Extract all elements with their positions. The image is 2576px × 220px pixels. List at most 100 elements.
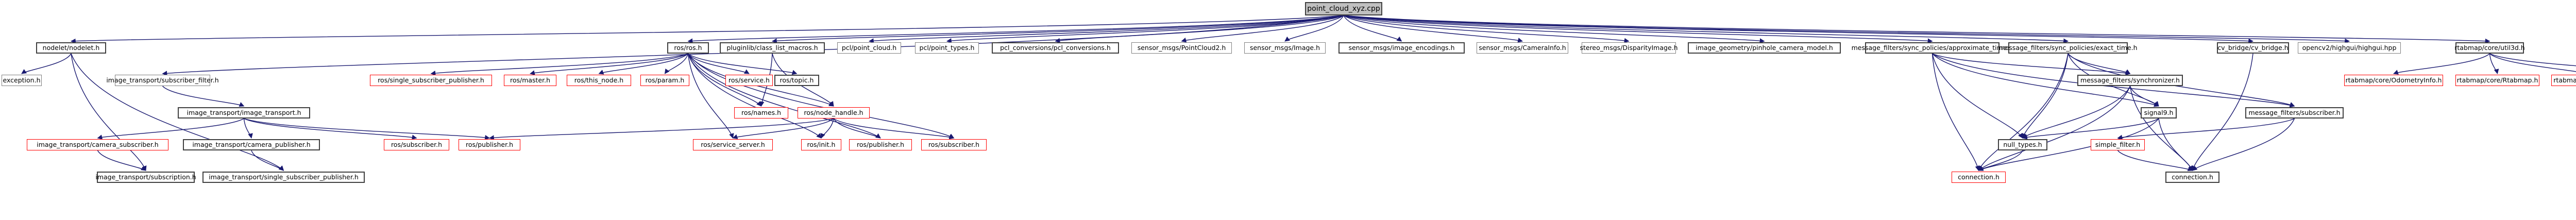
graph-node[interactable]: ros/node_handle.h: [798, 107, 870, 119]
graph-edge: [1978, 53, 2069, 171]
graph-node[interactable]: image_transport/image_transport.h: [178, 107, 310, 119]
graph-edge: [833, 118, 881, 139]
graph-node[interactable]: image_transport/subscriber_filter.h: [106, 75, 219, 86]
graph-node[interactable]: cv_bridge/cv_bridge.h: [2217, 42, 2289, 54]
graph-edge: [244, 118, 490, 140]
graph-edge: [1343, 15, 1933, 44]
graph-edge: [21, 53, 72, 74]
graph-node[interactable]: simple_filter.h: [2091, 139, 2145, 150]
graph-node[interactable]: signal9.h: [2141, 107, 2177, 119]
graph-node[interactable]: image_transport/camera_subscriber.h: [27, 139, 168, 150]
graph-node[interactable]: image_transport/single_subscriber_publis…: [202, 172, 365, 183]
graph-edge: [664, 53, 689, 74]
graph-edge: [1932, 53, 2131, 76]
graph-node[interactable]: rtabmap/core/Link.h: [2551, 75, 2576, 86]
graph-edge: [2117, 150, 2193, 171]
graph-edge: [1343, 15, 1765, 43]
graph-node[interactable]: rtabmap/core/OdometryInfo.h: [2344, 75, 2443, 86]
graph-edge: [1181, 15, 1344, 43]
graph-node[interactable]: pluginlib/class_list_macros.h: [720, 42, 825, 54]
graph-node[interactable]: rtabmap/core/Rtabmap.h: [2455, 75, 2539, 86]
graph-edge: [1978, 150, 2023, 171]
graph-edge: [732, 118, 834, 139]
graph-edge: [2191, 53, 2253, 171]
graph-node[interactable]: ros/publisher.h: [459, 139, 520, 150]
graph-edge: [1055, 15, 1344, 43]
graph-node[interactable]: pcl_conversions/pcl_conversions.h: [992, 42, 1119, 54]
graph-node[interactable]: ros/this_node.h: [567, 75, 631, 86]
graph-node[interactable]: ros/subscriber.h: [384, 139, 449, 150]
graph-node[interactable]: pcl/point_cloud.h: [837, 42, 901, 54]
graph-edge: [97, 150, 146, 171]
graph-node[interactable]: opencv2/highgui/highgui.hpp: [2298, 42, 2401, 54]
graph-edge: [820, 118, 834, 139]
graph-node[interactable]: nodelet/nodelet.h: [36, 42, 106, 54]
graph-node[interactable]: ros/service_server.h: [693, 139, 773, 150]
graph-node[interactable]: ros/topic.h: [774, 75, 819, 86]
graph-node[interactable]: ros/init.h: [801, 139, 841, 150]
graph-edge: [530, 53, 688, 75]
graph-edge: [2489, 53, 2499, 74]
graph-node[interactable]: exception.h: [2, 75, 42, 86]
graph-node[interactable]: ros/subscriber.h: [921, 139, 987, 150]
graph-edge: [687, 53, 955, 139]
graph-edge: [687, 53, 734, 139]
graph-edge: [251, 150, 284, 171]
graph-edge: [688, 53, 798, 75]
graph-edge: [1931, 53, 1980, 171]
graph-node[interactable]: image_transport/camera_publisher.h: [183, 139, 320, 150]
graph-node[interactable]: image_transport/subscription.h: [95, 172, 196, 183]
graph-edge: [687, 53, 750, 74]
graph-edge: [869, 15, 1344, 44]
graph-edge: [1931, 53, 2023, 139]
graph-node[interactable]: rtabmap/core/util3d.h: [2454, 42, 2525, 54]
graph-node[interactable]: message_filters/sync_policies/approximat…: [1852, 42, 2013, 54]
graph-node[interactable]: pcl/point_types.h: [915, 42, 979, 54]
graph-node[interactable]: ros/publisher.h: [849, 139, 912, 150]
graph-node[interactable]: connection.h: [2165, 172, 2219, 183]
graph-node[interactable]: message_filters/synchronizer.h: [2077, 75, 2183, 86]
graph-node[interactable]: message_filters/subscriber.h: [2245, 107, 2344, 119]
graph-edge: [97, 118, 244, 140]
graph-node[interactable]: connection.h: [1952, 172, 2006, 183]
graph-edge: [2022, 53, 2069, 139]
graph-edge: [2489, 53, 2576, 66]
graph-node[interactable]: sensor_msgs/PointCloud2.h: [1131, 42, 1232, 54]
graph-edge: [2129, 86, 2159, 107]
root-node[interactable]: point_cloud_xyz.cpp: [1305, 2, 1382, 15]
graph-node[interactable]: message_filters/sync_policies/exact_time…: [1998, 42, 2138, 54]
graph-edge: [2022, 118, 2159, 140]
graph-edge: [1343, 15, 1630, 43]
graph-edge: [243, 118, 253, 139]
graph-edge: [2067, 53, 2131, 74]
graph-edge: [1343, 15, 2069, 44]
graph-edge: [1343, 15, 1402, 42]
graph-node[interactable]: ros/param.h: [640, 75, 689, 86]
graph-node[interactable]: null_types.h: [1998, 139, 2047, 150]
graph-node[interactable]: ros/master.h: [504, 75, 556, 86]
graph-edge: [2393, 53, 2490, 75]
graph-node[interactable]: sensor_msgs/Image.h: [1244, 42, 1326, 54]
graph-edge: [2158, 118, 2193, 171]
graph-edge: [2489, 53, 2576, 72]
graph-edge: [2022, 86, 2131, 139]
graph-node[interactable]: ros/ros.h: [667, 42, 709, 54]
graph-node[interactable]: sensor_msgs/image_encodings.h: [1338, 42, 1465, 54]
graph-edge: [2129, 86, 2193, 171]
graph-node[interactable]: sensor_msgs/CameraInfo.h: [1477, 42, 1568, 54]
graph-edge: [1343, 15, 2350, 44]
graph-node[interactable]: ros/single_subscriber_publisher.h: [370, 75, 492, 86]
graph-edge: [2192, 118, 2295, 171]
graph-edge: [1978, 86, 2131, 171]
graph-edge: [687, 53, 822, 139]
graph-node[interactable]: ros/service.h: [725, 75, 773, 86]
graph-edge: [162, 86, 245, 107]
graph-edge: [489, 118, 834, 141]
graph-node[interactable]: stereo_msgs/DisparityImage.h: [1580, 42, 1678, 54]
graph-node[interactable]: image_geometry/pinhole_camera_model.h: [1688, 42, 1841, 54]
graph-edge: [71, 15, 1344, 44]
graph-edge: [833, 118, 955, 140]
graph-node[interactable]: ros/names.h: [734, 107, 788, 119]
graph-edge: [598, 53, 689, 75]
